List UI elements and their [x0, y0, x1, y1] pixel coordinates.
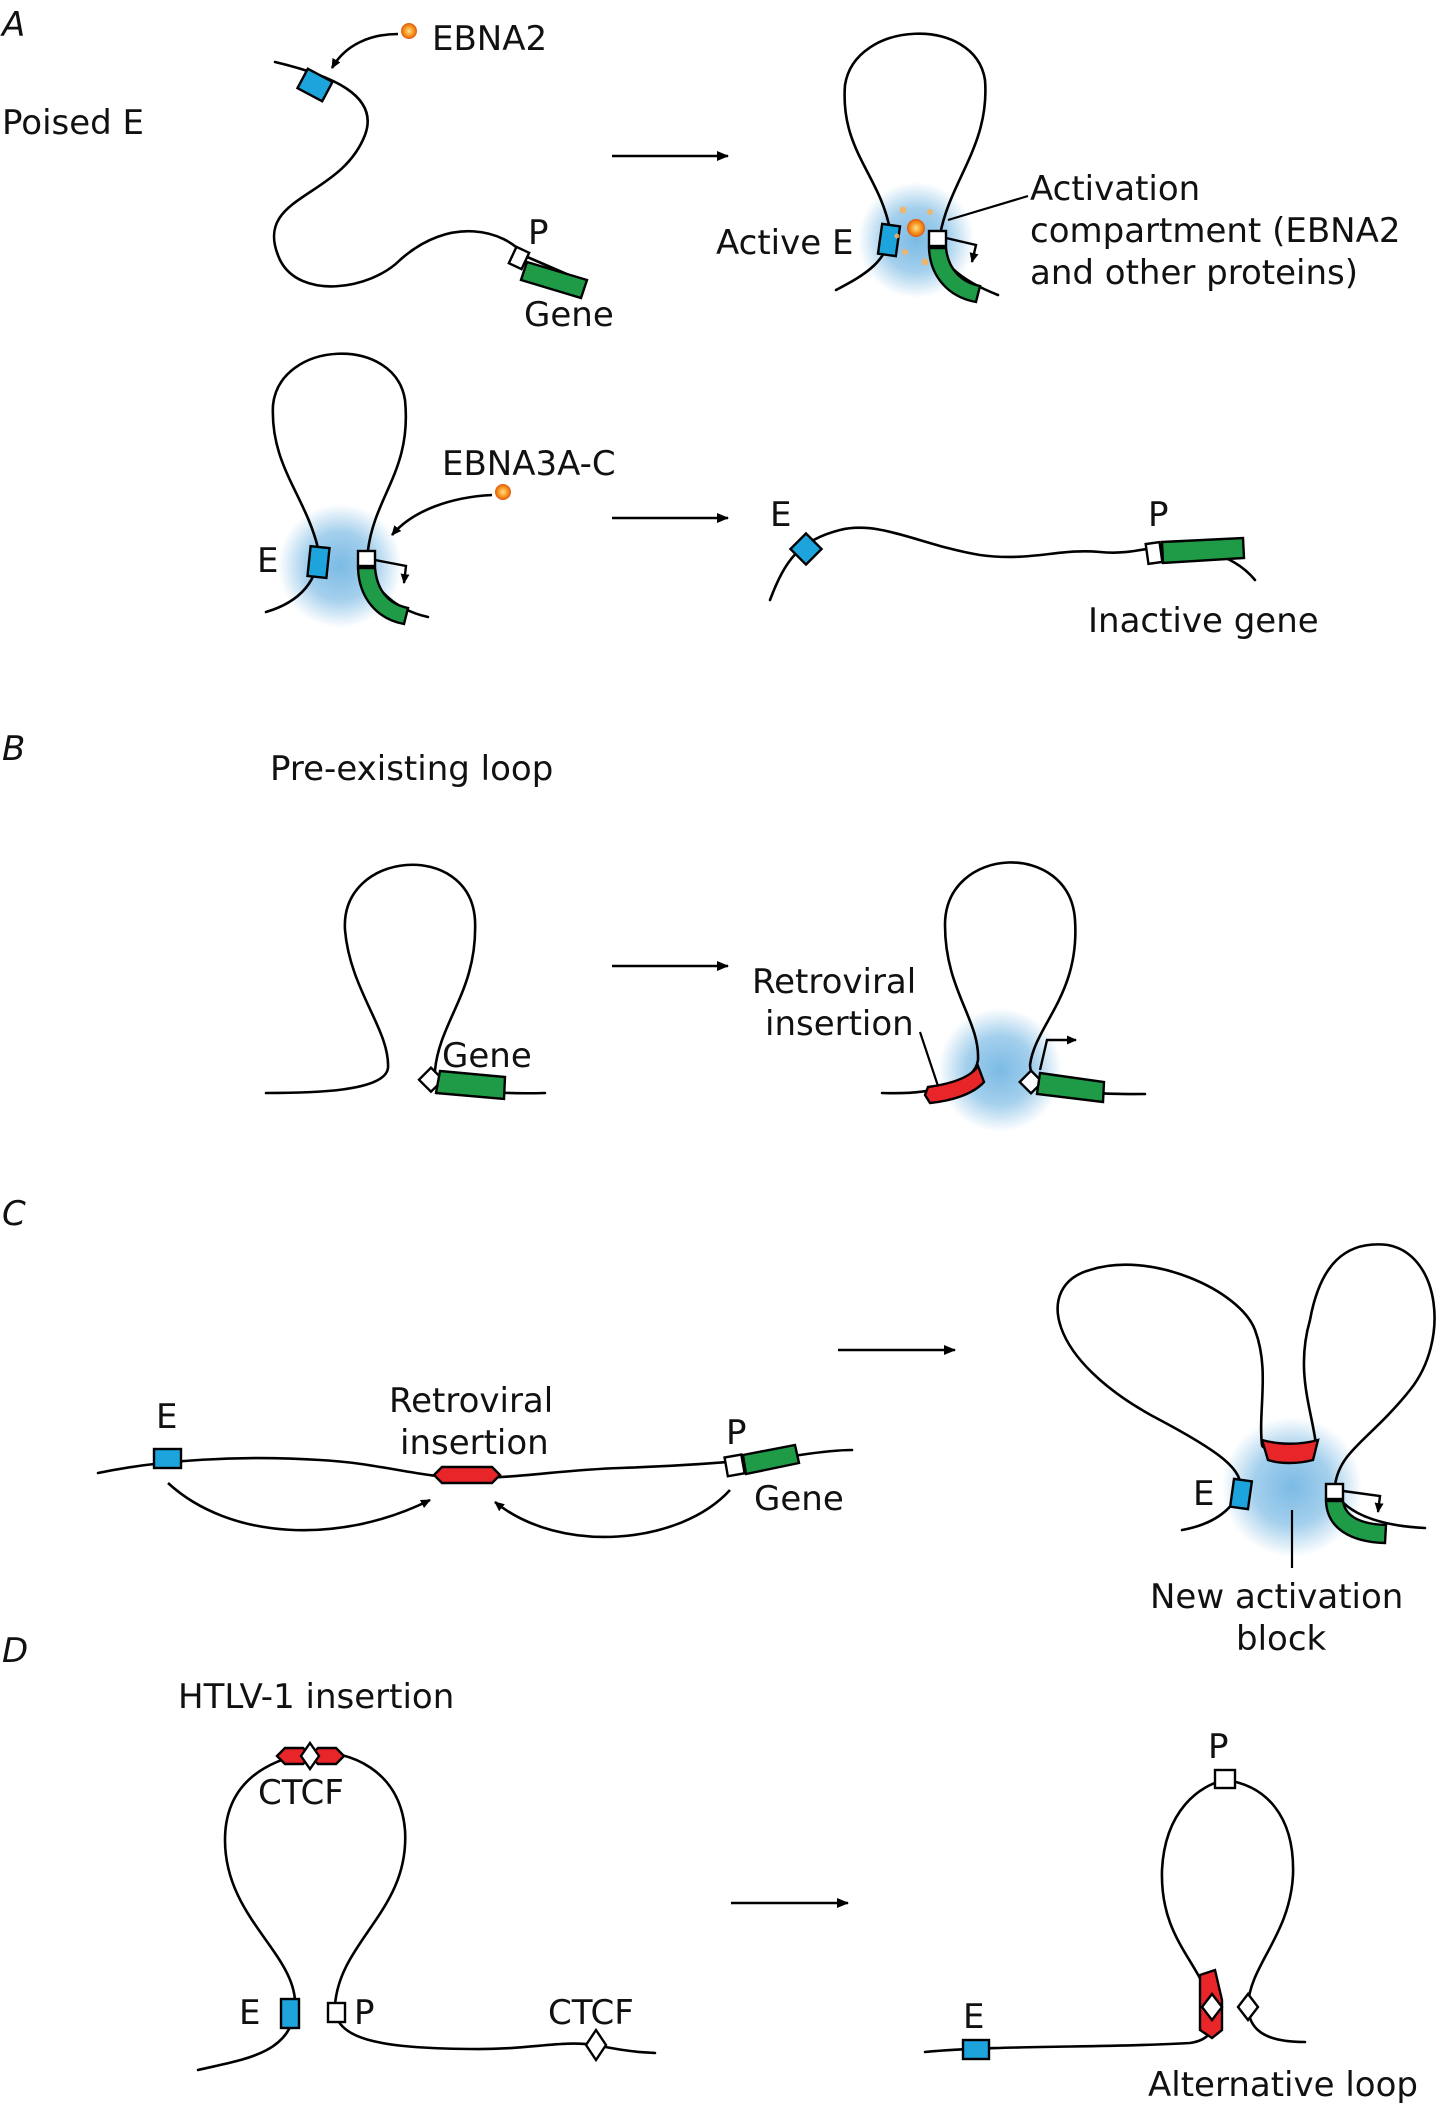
retroviral-label-line1: Retroviral: [752, 962, 916, 1002]
linear-retroviral-line1: Retroviral: [389, 1381, 553, 1421]
new-block-tss-arrow: [1342, 1489, 1384, 1513]
loop-promoter: [356, 549, 377, 568]
preexisting-gene-label: Gene: [442, 1036, 532, 1076]
active-enhancer: [876, 222, 902, 258]
panel-a: A Poised E EBNA2 P Gene Active E Activat…: [0, 5, 1400, 641]
retroviral-gene: [1035, 1071, 1106, 1104]
compartment-callout-line: [947, 194, 1029, 222]
panel-b: B Pre-existing loop Gene Retroviral inse…: [2, 729, 1147, 1132]
protein-dot: [927, 209, 933, 215]
alternative-e-label: E: [963, 1997, 984, 2037]
linear-p-label: P: [726, 1413, 747, 1453]
loop-enhancer: [306, 544, 331, 580]
new-block-label-line2: block: [1236, 1619, 1327, 1659]
retroviral-insertion: [923, 1063, 986, 1105]
panel-d-letter: D: [2, 1631, 28, 1671]
htlv-enhancer: [279, 1997, 301, 2030]
poised-e-label: Poised E: [2, 103, 144, 143]
poised-enhancer: [295, 67, 335, 103]
htlv-ctcf-label: CTCF: [258, 1773, 344, 1813]
active-e-label: Active E: [716, 223, 853, 263]
ebna3-label: EBNA3A-C: [442, 444, 616, 484]
inactive-gene: [1160, 536, 1246, 565]
htlv-e-label: E: [239, 1993, 260, 2033]
active-tss-arrow: [945, 236, 979, 263]
ebna3-arrow: [391, 493, 493, 536]
poised-dna-strand: [272, 60, 587, 288]
ebna2-protein: [401, 23, 417, 39]
inactive-p-label: P: [1148, 495, 1169, 535]
gene-to-insertion-arrow: [494, 1489, 731, 1539]
retroviral-promoter: [1017, 1068, 1045, 1096]
new-block-enhancer: [1228, 1477, 1254, 1511]
linear-retroviral-line2: insertion: [400, 1423, 549, 1463]
linear-retroviral-insertion: [432, 1465, 502, 1485]
gene-label: Gene: [524, 295, 614, 335]
retroviral-label-line2: insertion: [765, 1004, 914, 1044]
active-gene: [927, 246, 982, 304]
panel-c-letter: C: [2, 1194, 26, 1234]
protein-dot: [902, 249, 908, 255]
linear-e-label: E: [156, 1397, 177, 1437]
active-promoter: [927, 229, 948, 248]
inactive-e-label: E: [770, 495, 791, 535]
ebna2-in-compartment: [907, 219, 925, 237]
loop-tss-arrow: [374, 558, 410, 584]
new-block-glow: [1222, 1417, 1362, 1557]
enhancer-to-insertion-arrow: [167, 1482, 431, 1532]
panel-d: D HTLV-1 insertion CTCF E P CTCF P E Alt…: [2, 1631, 1418, 2105]
protein-dot: [921, 258, 929, 266]
ebna2-binding-arrow: [330, 32, 399, 69]
alternative-enhancer: [961, 2038, 991, 2061]
preexisting-loop-label: Pre-existing loop: [270, 749, 553, 789]
inactive-dna-strand: [768, 526, 1257, 602]
panel-c: C E Retroviral insertion P Gene E New ac…: [2, 1194, 1436, 1659]
alternative-loop-label: Alternative loop: [1148, 2065, 1418, 2105]
linear-enhancer: [152, 1447, 183, 1470]
loop-e-label: E: [257, 541, 278, 581]
alternative-ctcf-site-a: [1200, 1992, 1224, 2022]
new-block-gene: [1324, 1499, 1388, 1545]
preexisting-gene: [434, 1069, 507, 1101]
inactive-gene-label: Inactive gene: [1088, 601, 1319, 641]
loop-gene: [356, 566, 410, 626]
panel-b-letter: B: [2, 729, 25, 769]
htlv-p-label: P: [354, 1993, 375, 2033]
htlv-insertion-label: HTLV-1 insertion: [178, 1677, 454, 1717]
retroviral-compartment-glow: [938, 1008, 1062, 1132]
new-block-insertion: [1260, 1438, 1320, 1465]
protein-dot: [899, 206, 907, 214]
alternative-ctcf-site-b: [1236, 1992, 1260, 2022]
alternative-promoter: [1213, 1768, 1237, 1790]
linear-gene-label: Gene: [754, 1479, 844, 1519]
distal-ctcf-site: [584, 2027, 608, 2063]
new-block-e-label: E: [1193, 1474, 1214, 1514]
htlv-ctcf-site: [299, 1740, 321, 1772]
panel-a-letter: A: [0, 5, 25, 45]
new-block-label-line1: New activation: [1150, 1577, 1403, 1617]
promoter-label-p: P: [528, 213, 549, 253]
compartment-label-line2: compartment (EBNA2: [1030, 211, 1400, 251]
ebna3-protein: [495, 484, 511, 500]
new-block-promoter: [1324, 1482, 1345, 1501]
ebna2-label: EBNA2: [432, 19, 547, 59]
htlv-ltr-right: [308, 1746, 346, 1766]
retroviral-loop-dna: [880, 861, 1147, 1096]
compartment-label-line3: and other proteins): [1030, 253, 1358, 293]
distal-ctcf-label: CTCF: [548, 1993, 634, 2033]
htlv-promoter: [326, 2001, 347, 2024]
retroviral-callout-line: [918, 1031, 940, 1087]
compartment-label-line1: Activation: [1030, 169, 1200, 209]
inactive-enhancer: [788, 531, 824, 567]
inactive-promoter: [1144, 540, 1164, 566]
linear-promoter: [723, 1453, 746, 1478]
alternative-p-label: P: [1208, 1727, 1229, 1767]
poised-gene: [519, 260, 589, 300]
protein-dot: [894, 233, 900, 239]
linear-gene: [741, 1443, 801, 1476]
retroviral-tss-arrow: [1038, 1035, 1077, 1071]
poised-promoter: [507, 245, 531, 271]
